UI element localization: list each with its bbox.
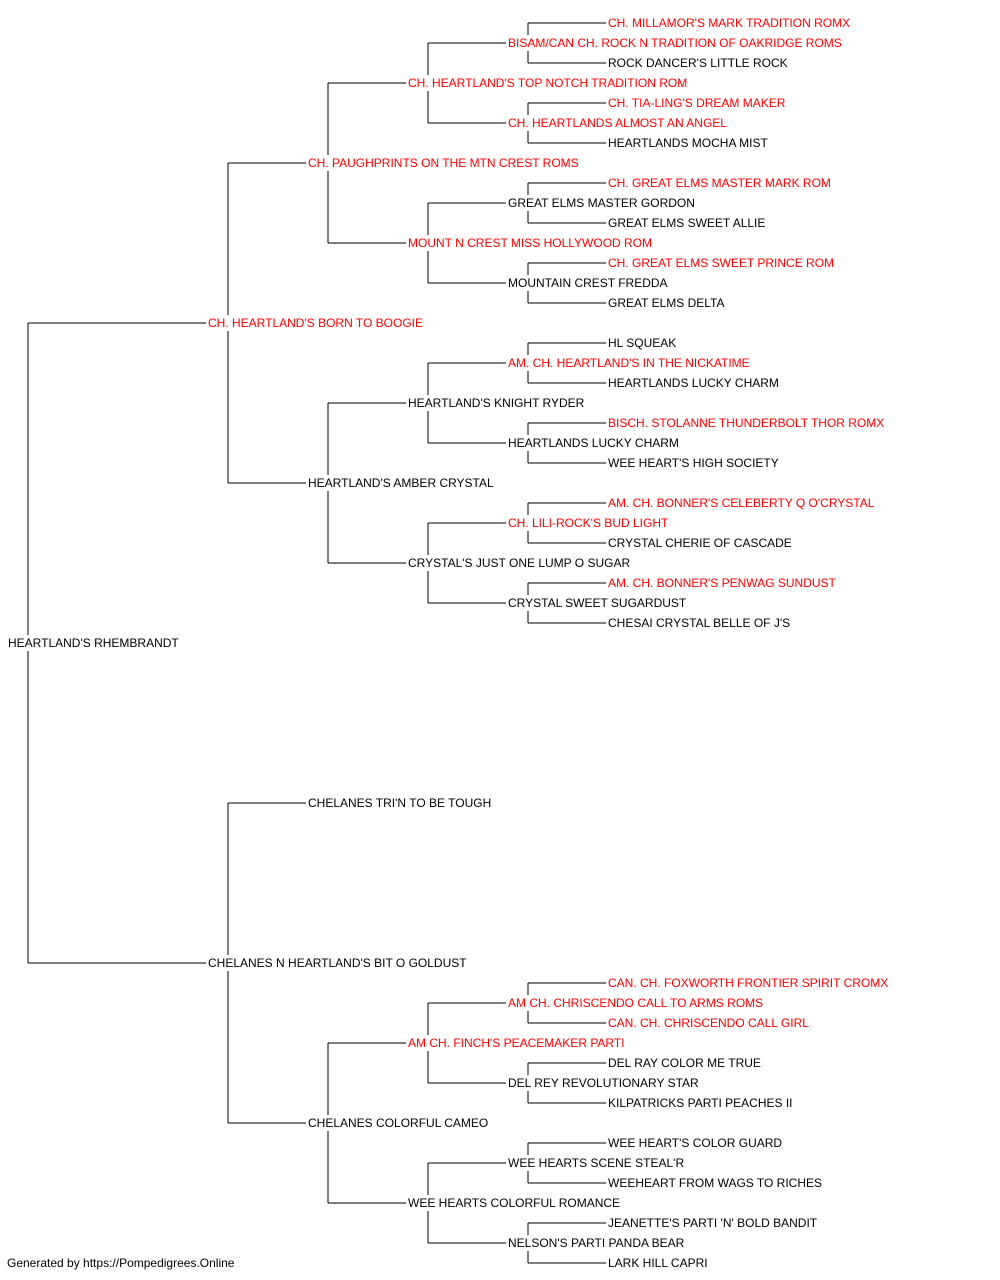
pedigree-entry: DEL REY REVOLUTIONARY STAR [507,1076,700,1090]
pedigree-entry-champion: CH. GREAT ELMS SWEET PRINCE ROM [607,256,836,270]
pedigree-entry-champion: AM CH. CHRISCENDO CALL TO ARMS ROMS [507,996,765,1010]
pedigree-entry: CHELANES COLORFUL CAMEO [307,1116,490,1130]
pedigree-entry: CHESAI CRYSTAL BELLE OF J'S [607,616,792,630]
pedigree-entry-champion: CAN. CH. FOXWORTH FRONTIER SPIRIT CROMX [607,976,890,990]
pedigree-entry: CRYSTAL'S JUST ONE LUMP O SUGAR [407,556,632,570]
pedigree-entry: WEE HEARTS COLORFUL ROMANCE [407,1196,622,1210]
pedigree-entry: GREAT ELMS SWEET ALLIE [607,216,767,230]
pedigree-entry: LARK HILL CAPRI [607,1256,709,1270]
pedigree-entry-champion: BISAM/CAN CH. ROCK N TRADITION OF OAKRID… [507,36,843,50]
pedigree-entry: MOUNTAIN CREST FREDDA [507,276,669,290]
pedigree-entry-champion: CH. PAUGHPRINTS ON THE MTN CREST ROMS [307,156,580,170]
pedigree-entry: ROCK DANCER'S LITTLE ROCK [607,56,789,70]
pedigree-entry-champion: CH. LILI-ROCK'S BUD LIGHT [507,516,670,530]
pedigree-entry: KILPATRICKS PARTI PEACHES II [607,1096,794,1110]
pedigree-entry-champion: CH. GREAT ELMS MASTER MARK ROM [607,176,832,190]
pedigree-entry: NELSON'S PARTI PANDA BEAR [507,1236,686,1250]
pedigree-entry: HEARTLANDS LUCKY CHARM [507,436,680,450]
pedigree-entry: CRYSTAL SWEET SUGARDUST [507,596,688,610]
pedigree-entry: JEANETTE'S PARTI 'N' BOLD BANDIT [607,1216,819,1230]
pedigree-entry-champion: CH. HEARTLANDS ALMOST AN ANGEL [507,116,728,130]
pedigree-entry: HEARTLANDS MOCHA MIST [607,136,769,150]
pedigree-entry: CRYSTAL CHERIE OF CASCADE [607,536,793,550]
pedigree-entry-champion: CH. HEARTLAND'S TOP NOTCH TRADITION ROM [407,76,689,90]
pedigree-entry: HL SQUEAK [607,336,678,350]
pedigree-entry: HEARTLANDS LUCKY CHARM [607,376,780,390]
pedigree-entry-champion: BISCH. STOLANNE THUNDERBOLT THOR ROMX [607,416,886,430]
pedigree-entry-champion: AM CH. FINCH'S PEACEMAKER PARTI [407,1036,626,1050]
pedigree-entry: WEE HEART'S COLOR GUARD [607,1136,784,1150]
pedigree-entry-champion: CAN. CH. CHRISCENDO CALL GIRL [607,1016,810,1030]
pedigree-entry: HEARTLAND'S AMBER CRYSTAL [307,476,495,490]
pedigree-entry: CHELANES N HEARTLAND'S BIT O GOLDUST [207,956,468,970]
pedigree-entry: WEE HEART'S HIGH SOCIETY [607,456,780,470]
pedigree-entry: HEARTLAND'S KNIGHT RYDER [407,396,586,410]
pedigree-entry: WEE HEARTS SCENE STEAL'R [507,1156,686,1170]
pedigree-entry-champion: CH. HEARTLAND'S BORN TO BOOGIE [207,316,425,330]
pedigree-entry: CHELANES TRI'N TO BE TOUGH [307,796,493,810]
footer-credit: Generated by https://Pompedigrees.Online [7,1256,235,1270]
pedigree-entry-champion: AM. CH. BONNER'S CELEBERTY Q O'CRYSTAL [607,496,876,510]
pedigree-entry: WEEHEART FROM WAGS TO RICHES [607,1176,824,1190]
pedigree-entry-champion: MOUNT N CREST MISS HOLLYWOOD ROM [407,236,654,250]
pedigree-entry-champion: CH. TIA-LING'S DREAM MAKER [607,96,787,110]
pedigree-entry: GREAT ELMS DELTA [607,296,726,310]
pedigree-entry-champion: CH. MILLAMOR'S MARK TRADITION ROMX [607,16,852,30]
pedigree-entry: HEARTLAND'S RHEMBRANDT [7,636,180,650]
pedigree-entry-champion: AM. CH. BONNER'S PENWAG SUNDUST [607,576,837,590]
pedigree-entry: DEL RAY COLOR ME TRUE [607,1056,762,1070]
pedigree-entry-champion: AM. CH. HEARTLAND'S IN THE NICKATIME [507,356,751,370]
pedigree-entry: GREAT ELMS MASTER GORDON [507,196,696,210]
